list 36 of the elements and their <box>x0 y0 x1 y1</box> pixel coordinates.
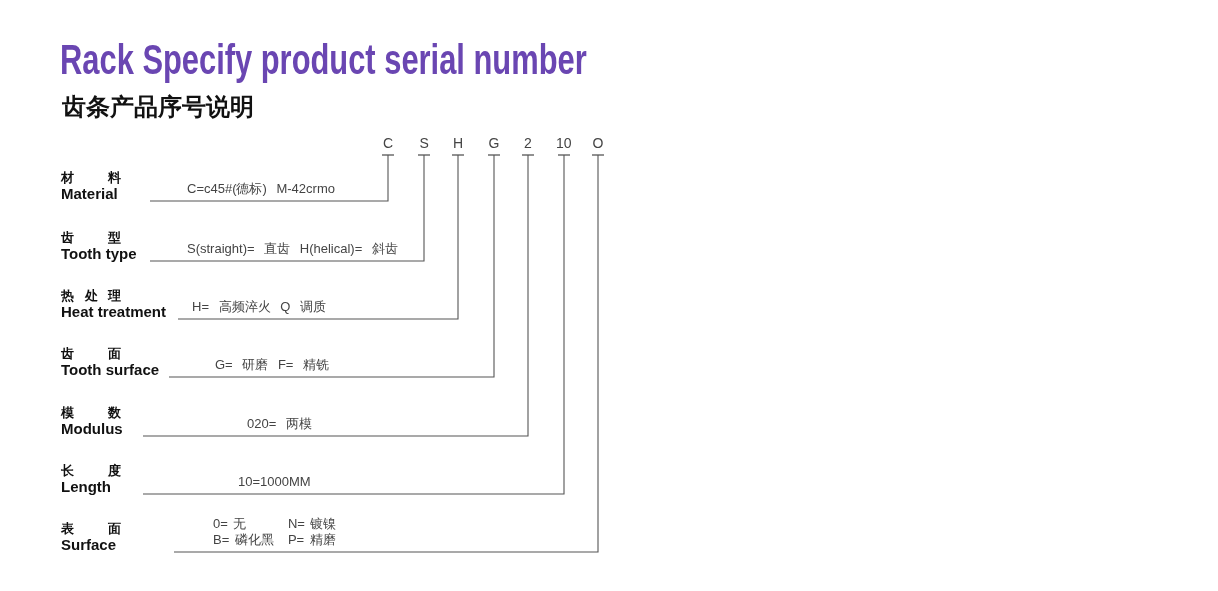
leader-line <box>168 154 501 378</box>
code-letter: H <box>453 136 464 155</box>
code-letter: C <box>383 136 394 155</box>
chinese-field-label: 热处理 <box>61 288 121 303</box>
english-field-label: Modulus <box>61 421 124 437</box>
leader-line <box>142 154 535 437</box>
subtitle-heading: 齿条产品序号说明 <box>62 93 254 121</box>
chinese-field-label: 材料 <box>61 170 121 185</box>
english-field-label: Tooth type <box>61 246 138 262</box>
code-letter: G <box>488 136 500 155</box>
code-letter: 2 <box>524 136 532 155</box>
chinese-field-label: 模数 <box>61 405 121 420</box>
edge-label: 020= 两模 <box>245 416 314 432</box>
edge-label: G= 研磨 F= 精铣 <box>213 357 332 373</box>
edge-label: C=c45#(德标) M-42crmo <box>185 181 337 197</box>
leader-line <box>142 154 571 495</box>
title-heading: Rack Specify product serial number <box>60 37 587 83</box>
chinese-field-label: 齿型 <box>61 230 121 245</box>
english-field-label: Heat treatment <box>61 304 168 320</box>
leader-line <box>149 154 395 202</box>
english-field-label: Material <box>61 186 119 202</box>
code-letter: 10 <box>556 136 572 155</box>
english-field-label: Tooth surface <box>61 362 161 378</box>
edge-label: H= 高频淬火 Q 调质 <box>190 299 328 315</box>
leader-line <box>177 154 465 320</box>
english-field-label: Surface <box>61 537 118 553</box>
code-letter: S <box>419 136 429 155</box>
chinese-field-label: 表面 <box>61 521 121 536</box>
code-letter: O <box>592 136 604 155</box>
leader-line <box>173 154 605 553</box>
chinese-field-label: 齿面 <box>61 346 121 361</box>
edge-label: S(straight)= 直齿 H(helical)= 斜齿 <box>185 241 400 257</box>
chinese-field-label: 长度 <box>61 463 121 478</box>
english-field-label: Length <box>61 479 112 495</box>
leader-line <box>149 154 431 262</box>
edge-label: 0= 无 N= 镀镍 B= 磷化黑 P= 精磨 <box>211 516 339 548</box>
